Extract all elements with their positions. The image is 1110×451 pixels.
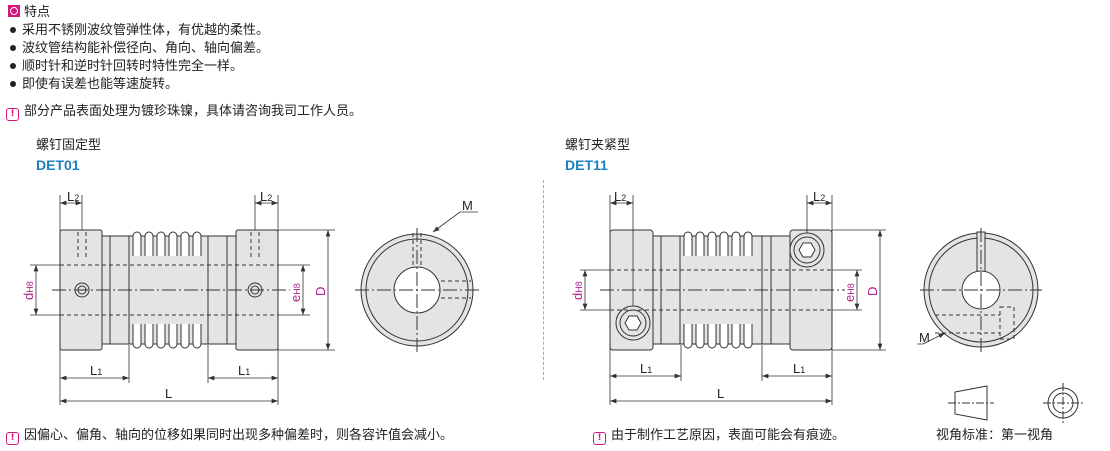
dim-label-L2: L2 <box>260 189 272 204</box>
det11-end-view <box>920 228 1042 355</box>
view-standard-label: 视角标准：第一视角 <box>936 428 1054 443</box>
dim-label-L2: L2 <box>614 189 626 204</box>
feature-bullet: 即使有误差也能等速旋转。 <box>8 77 178 93</box>
misalignment-note-text: 因偏心、偏角、轴向的位移如果同时出现多种偏差时，则各容许值会减小。 <box>24 428 454 443</box>
type-name-det01: 螺钉固定型 <box>36 138 102 153</box>
dim-label-d: dH8 <box>21 281 36 300</box>
surface-marks-note-text: 由于制作工艺原因，表面可能会有痕迹。 <box>611 428 846 443</box>
det11-side-view <box>600 229 845 351</box>
warning-icon: ! <box>593 432 606 445</box>
type-code-det01: DET01 <box>36 157 80 173</box>
surface-note: ! 部分产品表面处理为镀珍珠镍，具体请咨询我司工作人员。 <box>6 104 362 121</box>
dim-label-M: M <box>919 330 930 345</box>
first-angle-projection-icon <box>948 383 1083 423</box>
dim-label-L: L <box>165 386 172 401</box>
cap-screw-icon <box>615 305 651 341</box>
dim-label-d: dH8 <box>570 281 585 300</box>
warning-icon: ! <box>6 432 19 445</box>
dim-label-L: L <box>717 386 724 401</box>
feature-icon <box>8 5 20 17</box>
det01-end-view <box>355 228 480 355</box>
feature-bullet: 波纹管结构能补偿径向、角向、轴向偏差。 <box>8 41 269 57</box>
type-code-det11: DET11 <box>565 157 608 173</box>
features-heading: 特点 <box>8 5 50 21</box>
dim-label-L1: L1 <box>90 363 102 378</box>
dim-label-D: D <box>865 287 880 296</box>
dim-label-e: eH8 <box>288 283 303 302</box>
dim-label-L2: L2 <box>813 189 825 204</box>
dim-label-L1: L1 <box>793 361 805 376</box>
cap-screw-icon <box>789 232 825 268</box>
type-name-det11: 螺钉夹紧型 <box>565 138 631 153</box>
feature-bullet: 采用不锈刚波纹管弹性体，有优越的柔性。 <box>8 23 269 39</box>
surface-note-text: 部分产品表面处理为镀珍珠镍，具体请咨询我司工作人员。 <box>24 104 363 119</box>
section-divider <box>543 180 544 380</box>
dim-label-L1: L1 <box>640 361 652 376</box>
bellows <box>132 231 202 349</box>
feature-bullet: 顺时针和逆时针回转时特性完全一样。 <box>8 59 243 75</box>
dim-label-L2: L2 <box>67 189 79 204</box>
features-title: 特点 <box>24 5 51 20</box>
dim-label-D: D <box>313 287 328 296</box>
surface-marks-note: ! 由于制作工艺原因，表面可能会有痕迹。 <box>593 428 845 445</box>
warning-icon: ! <box>6 108 19 121</box>
det01-side-view <box>52 229 290 351</box>
dim-label-M: M <box>462 198 473 213</box>
misalignment-note: ! 因偏心、偏角、轴向的位移如果同时出现多种偏差时，则各容许值会减小。 <box>6 428 453 445</box>
dim-label-e: eH8 <box>842 283 857 302</box>
dim-label-L1: L1 <box>238 363 250 378</box>
